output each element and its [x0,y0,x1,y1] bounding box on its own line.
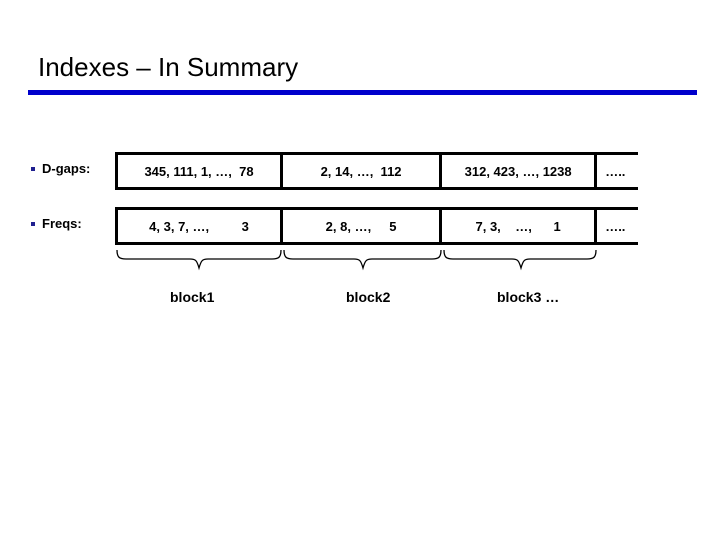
table-cell: 2, 8, …, 5 [283,210,443,242]
table-cell: 7, 3, …, 1 [442,210,598,242]
bullet-icon [31,221,35,226]
table-cell: ….. [605,163,626,179]
block-label: block2 [346,289,391,305]
row-label-text: Freqs: [42,216,82,231]
curly-brace-icon [281,249,444,275]
block-label: block3 … [497,289,560,305]
title-divider [28,90,697,95]
curly-brace-icon [114,249,284,275]
page-title: Indexes – In Summary [38,52,299,82]
table-cell: 2, 14, …, 112 [283,155,443,187]
curly-brace-icon [441,249,599,275]
block-label: block1 [170,289,215,305]
table-row-d-gaps: 345, 111, 1, …, 78 2, 14, …, 112 312, 42… [115,152,638,190]
table-cell: 4, 3, 7, …, 3 [118,210,284,242]
table-cell: ….. [605,218,626,234]
table-cell: 345, 111, 1, …, 78 [118,155,284,187]
table-cell: 312, 423, …, 1238 [442,155,598,187]
bullet-icon [31,166,35,171]
row-label-d-gaps: D-gaps: [31,161,90,176]
row-label-text: D-gaps: [42,161,91,176]
row-label-freqs: Freqs: [31,216,82,231]
table-row-freqs: 4, 3, 7, …, 3 2, 8, …, 5 7, 3, …, 1 ….. [115,207,638,245]
